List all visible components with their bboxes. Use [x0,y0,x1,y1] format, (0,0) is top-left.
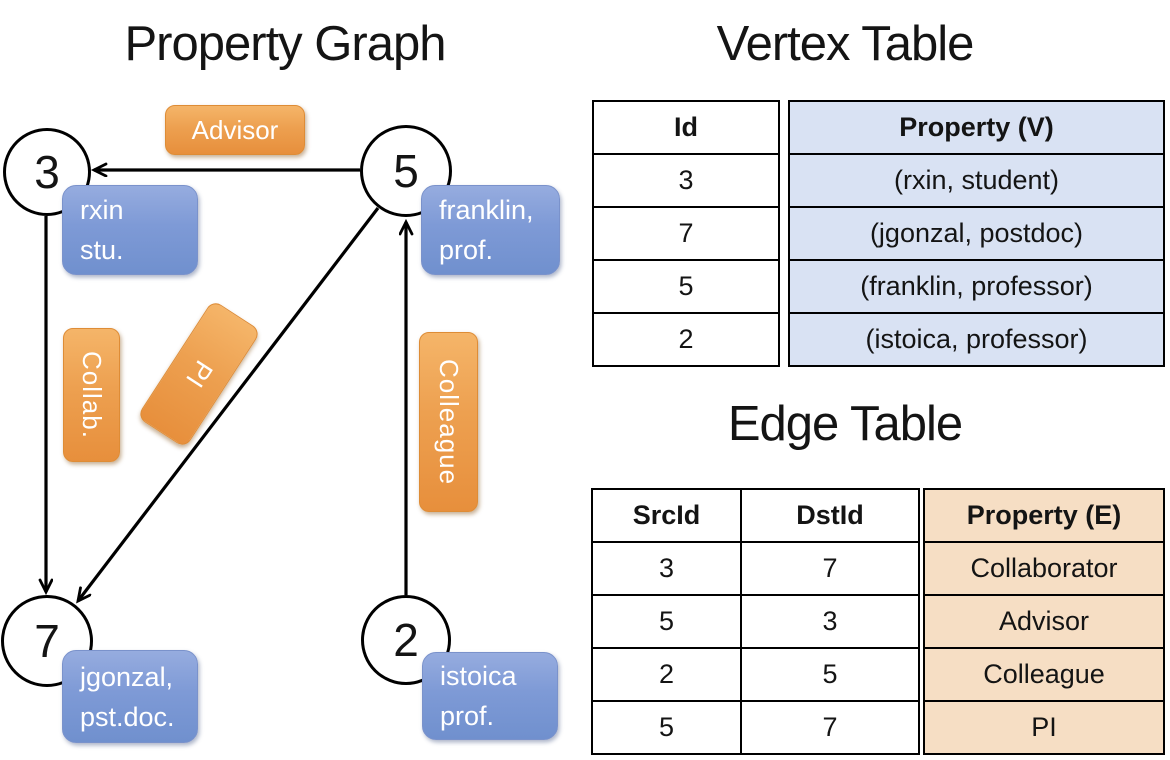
vertex-label-franklin-line1: franklin, [439,195,534,225]
vertex-property-cell: (rxin, student) [788,153,1165,208]
edge-label-collab: Collab. [63,328,120,462]
edge-table-property-column: Property (E) Collaborator Advisor Collea… [923,488,1165,755]
vertex-label-jgonzal-line2: pst.doc. [80,701,175,732]
edge-srcid-cell: 5 [591,700,742,755]
edge-label-advisor: Advisor [165,105,305,155]
vertex-id-cell: 3 [592,153,780,208]
edge-srcid-cell: 5 [591,594,742,649]
node-5: 5 [360,125,452,217]
edge-label-collab-text: Collab. [77,351,107,439]
edge-property-header: Property (E) [923,488,1165,543]
vertex-table-id-column: Id 3 7 5 2 [592,100,780,367]
edge-label-colleague: Colleague [419,332,478,512]
edge-property-cell: Collaborator [923,541,1165,596]
vertex-id-cell: 2 [592,312,780,367]
edge-property-cell: PI [923,700,1165,755]
edge-pi-5-to-7 [78,207,380,601]
vertex-label-istoica-line2: prof. [440,701,495,731]
vertex-label-franklin: franklin, prof. [421,185,560,275]
edge-table-id-columns: SrcId DstId 3 7 5 3 2 5 5 7 [591,488,920,755]
edge-property-cell: Colleague [923,647,1165,702]
edge-srcid-cell: 3 [591,541,742,596]
vertex-table-title: Vertex Table [716,17,975,71]
edge-label-pi-text: PI [179,354,220,394]
vertex-label-jgonzal-line1: jgonzal, [80,661,174,692]
edge-property-cell: Advisor [923,594,1165,649]
vertex-id-cell: 5 [592,259,780,314]
edge-table-title: Edge Table [727,397,963,451]
edge-dstid-header: DstId [740,488,920,543]
edge-srcid-header: SrcId [591,488,742,543]
edge-dstid-cell: 3 [740,594,920,649]
edge-dstid-cell: 7 [740,541,920,596]
edge-dstid-cell: 5 [740,647,920,702]
vertex-property-cell: (franklin, professor) [788,259,1165,314]
edge-srcid-cell: 2 [591,647,742,702]
vertex-property-cell: (istoica, professor) [788,312,1165,367]
vertex-property-header: Property (V) [788,100,1165,155]
vertex-table-property-column: Property (V) (rxin, student) (jgonzal, p… [788,100,1165,367]
vertex-label-franklin-line2: prof. [439,235,494,265]
vertex-label-rxin-line1: rxin [80,195,124,225]
vertex-label-jgonzal: jgonzal, pst.doc. [62,650,198,743]
vertex-id-header: Id [592,100,780,155]
property-graph-title: Property Graph [124,17,447,71]
vertex-label-istoica-line1: istoica [440,661,517,691]
edge-dstid-cell: 7 [740,700,920,755]
vertex-label-istoica: istoica prof. [422,652,558,740]
vertex-label-rxin: rxin stu. [62,185,198,275]
edge-label-advisor-text: Advisor [191,114,279,145]
edge-label-colleague-text: Colleague [434,358,464,486]
vertex-label-rxin-line2: stu. [80,235,124,265]
graph-edges [0,0,585,760]
vertex-property-cell: (jgonzal, postdoc) [788,206,1165,261]
node-2: 2 [361,595,451,685]
vertex-id-cell: 7 [592,206,780,261]
